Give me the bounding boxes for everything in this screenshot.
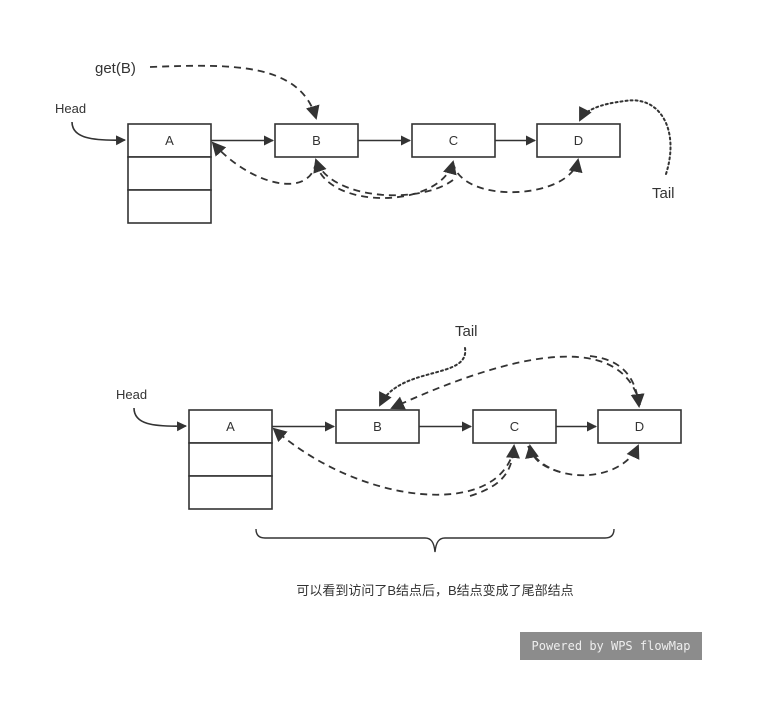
bottom-link-d-c xyxy=(525,444,561,473)
top-node-a-cell-2 xyxy=(127,156,212,191)
bottom-head-label: Head xyxy=(116,387,147,402)
get-b-label: get(B) xyxy=(95,60,136,77)
bottom-link-b-d-forward xyxy=(589,355,645,408)
top-node-d xyxy=(536,123,621,158)
bottom-tail-arrow xyxy=(379,347,467,407)
bottom-link-c-a xyxy=(272,427,515,496)
top-node-a-cell-3 xyxy=(127,189,212,224)
top-tail-arrow xyxy=(579,99,672,175)
bottom-link-b-d xyxy=(390,355,641,410)
top-link-c-d xyxy=(452,158,583,194)
top-node-b-label: B xyxy=(312,133,321,148)
bottom-tail-label: Tail xyxy=(455,323,478,340)
top-head-label: Head xyxy=(55,101,86,116)
top-diagram: get(B) Head A B C D Tail xyxy=(55,60,675,224)
bottom-head-arrow xyxy=(133,407,187,432)
powered-by-badge-bg xyxy=(520,632,702,660)
get-b-arrow xyxy=(149,64,320,120)
bottom-node-a-label: A xyxy=(226,419,235,434)
bottom-node-a-cell-2 xyxy=(188,442,273,477)
bottom-node-c-label: C xyxy=(510,419,519,434)
top-node-c xyxy=(411,123,496,158)
top-tail-label: Tail xyxy=(652,185,675,202)
bottom-node-d-label: D xyxy=(635,419,644,434)
top-node-d-label: D xyxy=(574,133,583,148)
top-link-b-c xyxy=(315,160,457,199)
caption-text: 可以看到访问了B结点后，B结点变成了尾部结点 xyxy=(296,583,573,598)
bottom-diagram: Tail Head A B C D 可以 xyxy=(116,323,682,598)
top-node-a xyxy=(127,123,212,158)
bottom-curly-brace xyxy=(255,528,615,553)
powered-by-badge[interactable]: Powered by WPS flowMap xyxy=(520,632,702,660)
powered-by-badge-text: Powered by WPS flowMap xyxy=(532,639,691,653)
bottom-node-d xyxy=(597,409,682,444)
top-node-b xyxy=(274,123,359,158)
top-node-c-label: C xyxy=(449,133,458,148)
bottom-link-a-c xyxy=(469,444,520,497)
top-node-a-label: A xyxy=(165,133,174,148)
bottom-node-c xyxy=(472,409,557,444)
top-link-b-c-back xyxy=(313,158,454,197)
bottom-node-b-label: B xyxy=(373,419,382,434)
top-head-arrow xyxy=(71,121,126,146)
top-prev-arrow-b-a xyxy=(211,141,317,185)
bottom-link-c-d xyxy=(527,444,640,476)
bottom-node-a-cell-3 xyxy=(188,475,273,510)
